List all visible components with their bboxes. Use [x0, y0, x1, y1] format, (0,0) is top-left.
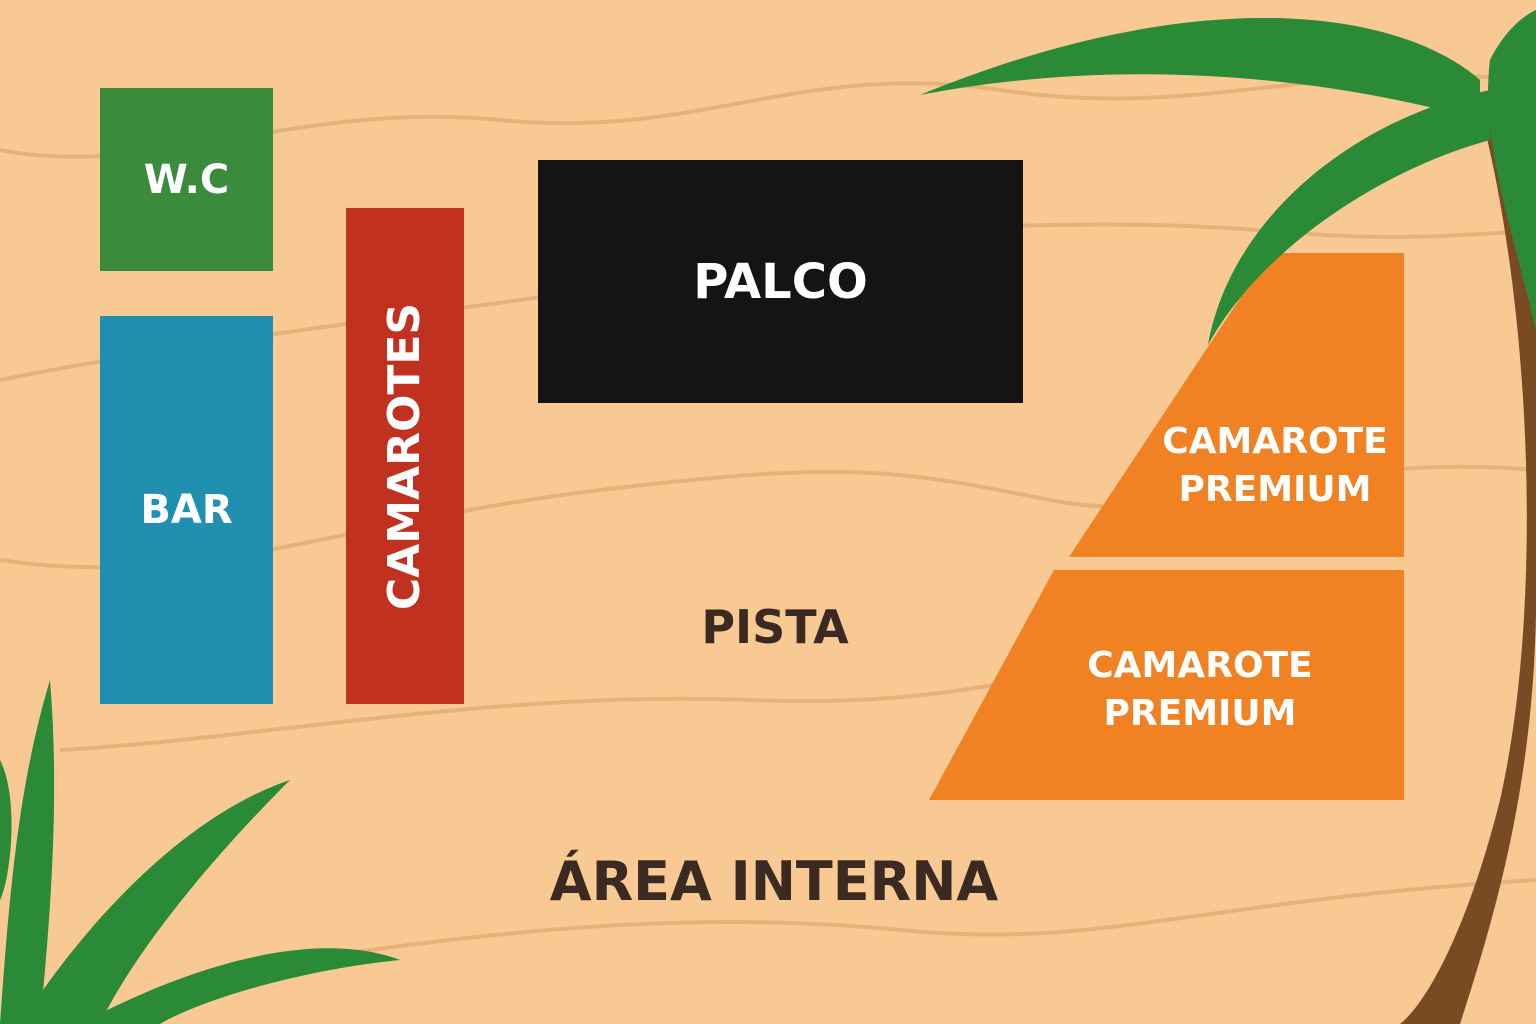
premium-bottom-line2: PREMIUM — [1103, 693, 1297, 734]
palco-zone[interactable]: PALCO — [538, 160, 1023, 403]
wc-label: W.C — [143, 156, 230, 203]
palm-tree-left-icon — [0, 680, 400, 1024]
premium-top-line2: PREMIUM — [1178, 469, 1372, 510]
premium-top-line1: CAMAROTE — [1162, 421, 1388, 462]
wc-zone[interactable]: W.C — [100, 88, 273, 271]
area-interna-label: ÁREA INTERNA — [549, 850, 999, 913]
camarote-premium-top-label: CAMAROTE PREMIUM — [1150, 418, 1400, 514]
premium-bottom-line1: CAMAROTE — [1087, 645, 1313, 686]
bar-label: BAR — [140, 487, 233, 533]
camarotes-zone[interactable]: CAMAROTES — [346, 208, 464, 704]
palco-label: PALCO — [693, 253, 868, 310]
bar-zone[interactable]: BAR — [100, 316, 273, 704]
camarote-premium-bottom-shape[interactable] — [929, 570, 1404, 800]
palm-tree-right-icon — [920, 10, 1536, 1024]
camarotes-label: CAMAROTES — [379, 302, 431, 610]
camarote-premium-bottom-label: CAMAROTE PREMIUM — [1075, 642, 1325, 738]
pista-label: PISTA — [701, 600, 849, 654]
camarote-premium-top-shape[interactable] — [1069, 253, 1404, 557]
